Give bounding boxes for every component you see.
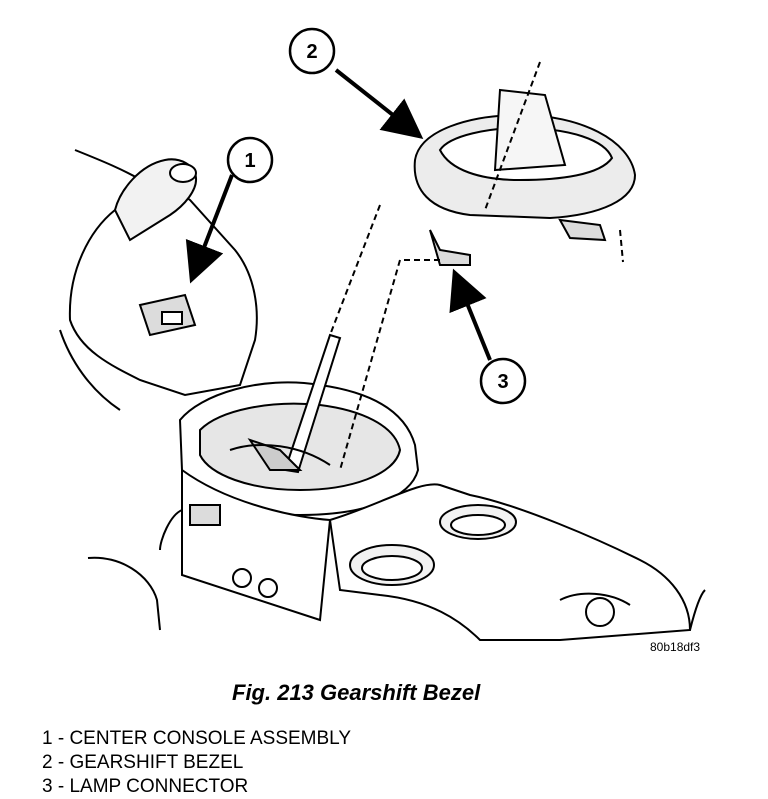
leader-arrow-2: [334, 68, 424, 139]
callout-2-label: 2: [306, 41, 317, 63]
exploded-view-drawing: 1 2 3: [59, 27, 706, 641]
center-console-assembly: [68, 158, 692, 641]
figure-caption: Fig. 213 Gearshift Bezel: [232, 680, 481, 705]
callout-2: 2: [288, 27, 336, 75]
gearshift-bezel: [329, 61, 637, 471]
callout-1-label: 1: [244, 150, 255, 172]
callout-1: 1: [226, 136, 274, 184]
callout-3-label: 3: [497, 371, 508, 393]
image-code: 80b18df3: [650, 640, 701, 654]
leader-arrow-1: [185, 174, 234, 284]
legend-item: 2 - GEARSHIFT BEZEL: [42, 752, 244, 773]
legend-list: 1 - CENTER CONSOLE ASSEMBLY 2 - GEARSHIF…: [42, 727, 351, 799]
callout-3: 3: [479, 357, 527, 405]
leader-arrow-3: [449, 268, 492, 361]
legend-item: 3 - LAMP CONNECTOR: [42, 776, 249, 797]
legend-item: 1 - CENTER CONSOLE ASSEMBLY: [42, 728, 352, 749]
shift-lever: [229, 333, 342, 474]
leader-arrows: [185, 68, 492, 361]
